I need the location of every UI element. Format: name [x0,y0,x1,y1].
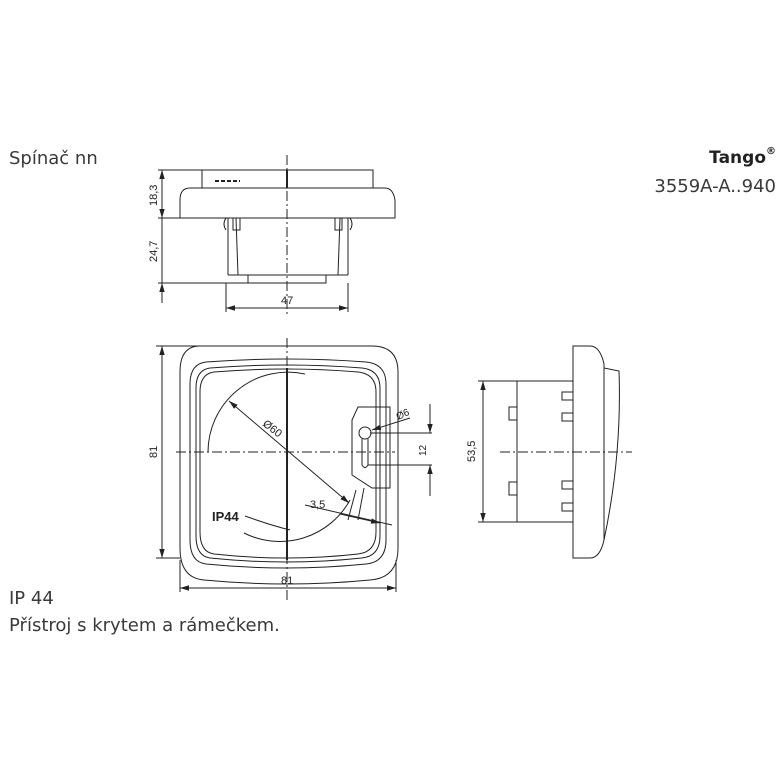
dim-81-horizontal: 81 [281,575,293,587]
product-description: Přístroj s krytem a rámečkem. [9,615,280,636]
dim-24-7: 24,7 [148,241,160,262]
dim-53-5: 53,5 [466,441,478,462]
dim-12: 12 [418,444,429,456]
dim-47: 47 [281,295,293,307]
dim-3-5: 3,5 [310,499,325,511]
dim-diameter-6: Ø6 [395,407,412,423]
product-type-label: Spínač nn [9,148,98,169]
top-view [158,155,396,315]
side-view [478,345,632,559]
front-view [156,338,433,600]
dim-18-3: 18,3 [148,185,160,206]
registered-mark: ® [766,146,776,157]
brand-text: Tango [709,148,766,168]
dim-81-vertical: 81 [148,446,160,458]
brand-name: Tango® [709,146,776,168]
dim-diameter-60: Ø60 [260,418,284,440]
ip44-marking: IP44 [212,509,240,524]
model-code: 3559A-A..940 [654,176,776,197]
protection-rating: IP 44 [9,588,54,609]
